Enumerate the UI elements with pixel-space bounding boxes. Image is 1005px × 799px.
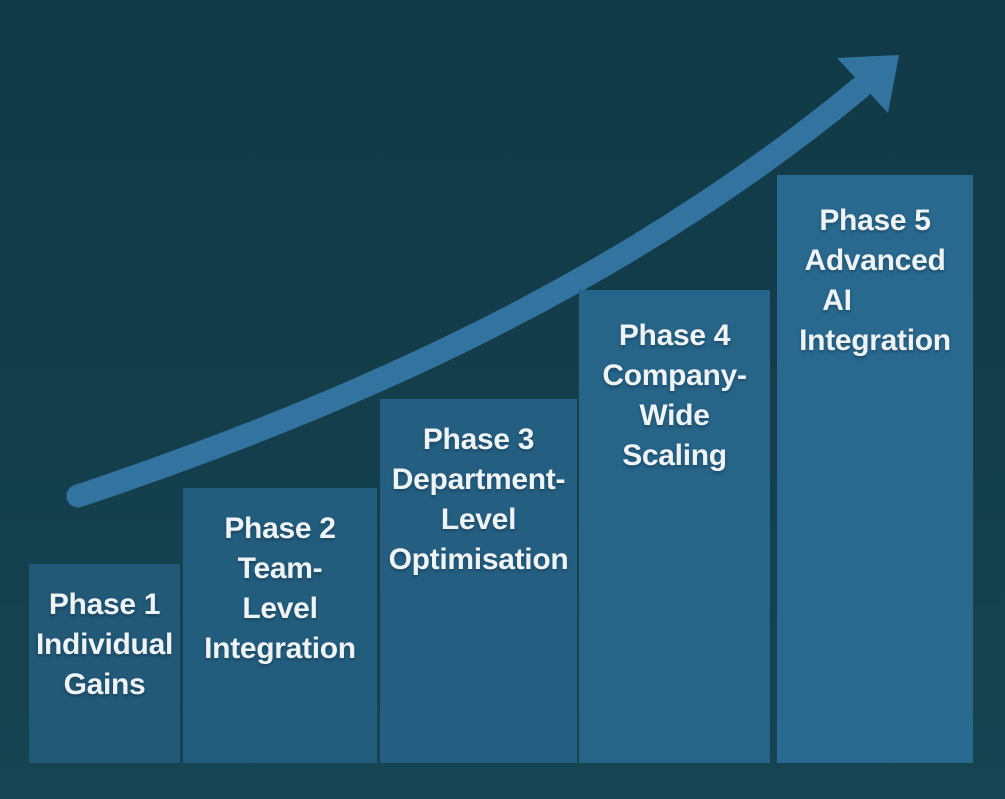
phase-2-label-line: Level xyxy=(242,592,318,625)
phase-2-label-line: Team- xyxy=(237,552,323,585)
phase-1-label-line: Individual xyxy=(35,628,173,661)
phase-2-bar: Phase 2 Team- Level Integration xyxy=(183,488,377,763)
phase-3-bar: Phase 3 Department- Level Optimisation xyxy=(380,399,577,763)
phase-5-bar: Phase 5 Advanced AI Integration xyxy=(777,175,973,763)
phase-4-title: Phase 4 xyxy=(618,319,731,352)
phase-2-label-line: Integration xyxy=(204,632,356,665)
phase-3-label-line: Optimisation xyxy=(388,543,569,576)
phase-2-title: Phase 2 xyxy=(224,512,336,545)
phase-3-label-line: Level xyxy=(440,503,517,536)
phase-4-label-line: Company- xyxy=(602,359,747,392)
phase-1-bar: Phase 1 Individual Gains xyxy=(29,564,180,763)
phase-4-label-line: Wide xyxy=(639,399,710,432)
phase-4-label-line: Scaling xyxy=(622,439,727,472)
trend-arrow-head xyxy=(837,55,899,113)
phase-1-title: Phase 1 xyxy=(48,588,161,621)
trend-arrow-shaft xyxy=(66,76,872,508)
phase-3-label-line: Department- xyxy=(391,463,566,496)
phase-5-label-line: Advanced xyxy=(804,244,946,277)
phase-4-bar: Phase 4 Company- Wide Scaling xyxy=(579,290,770,763)
phase-5-label-line: AI xyxy=(822,284,852,317)
phase-5-title: Phase 5 xyxy=(819,204,931,237)
phase-3-title: Phase 3 xyxy=(422,423,535,456)
phase-1-label-line: Gains xyxy=(63,668,146,701)
phase-5-label-line: Integration xyxy=(799,324,951,357)
